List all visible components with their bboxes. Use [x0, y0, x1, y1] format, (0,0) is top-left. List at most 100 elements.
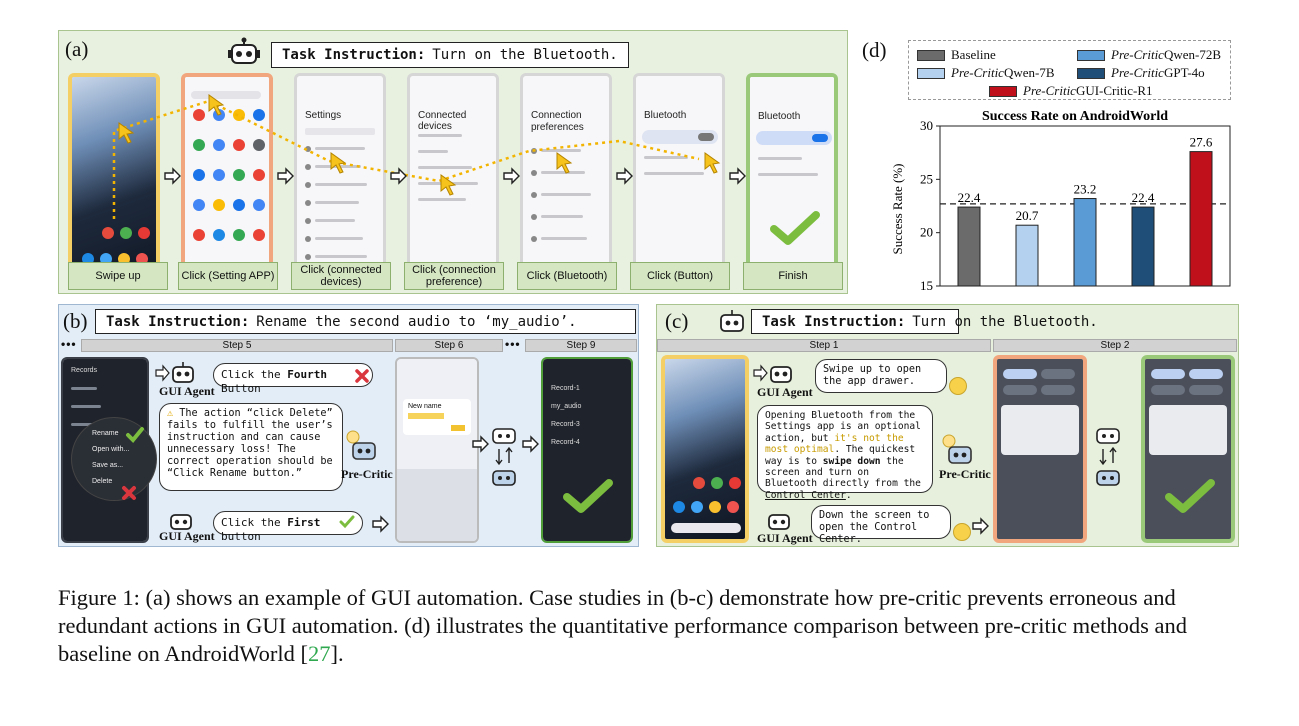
chart-title: Success Rate on AndroidWorld: [982, 109, 1168, 124]
legend-text: Qwen-7B: [1003, 65, 1055, 80]
legend-italic: Pre-Critic: [951, 65, 1004, 80]
arrow-right-icon: [372, 515, 389, 533]
step-bar: Step 2: [993, 339, 1237, 352]
bar: [957, 206, 981, 287]
y-tick-label: 25: [920, 171, 933, 186]
legend-text: Baseline: [951, 47, 996, 62]
screen-title: Connection preferences: [531, 110, 584, 133]
checkmark-icon: [126, 427, 144, 443]
robot-icon: [768, 514, 790, 530]
action-label: Click (Setting APP): [178, 262, 278, 290]
arrow-right-icon: [472, 435, 489, 453]
step-bar: Step 1: [657, 339, 991, 352]
menu-item-open-with[interactable]: Open with...: [92, 446, 130, 453]
ellipsis: •••: [61, 337, 77, 351]
robot-exchange-icon: [1096, 428, 1120, 486]
robot-icon: [753, 364, 792, 383]
critic-text: the screen and turn on Bluetooth directl…: [765, 455, 921, 490]
panel-b-label: (b): [63, 309, 88, 333]
pre-critic-label: Pre-Critic: [939, 467, 991, 481]
agent-action-text: Button: [221, 382, 261, 395]
critic-text: Opening Bluetooth from the Settings app …: [765, 410, 921, 444]
legend-italic: Pre-Critic: [1023, 83, 1076, 98]
panel-a-label: (a): [65, 37, 89, 61]
citation-link[interactable]: 27: [308, 641, 331, 666]
caption-text: Figure 1: (a) shows an example of GUI au…: [58, 585, 1187, 666]
panel-a: (a) Task Instruction: Turn on the Blueto…: [58, 30, 848, 294]
cross-icon: [122, 486, 136, 500]
legend-text: GPT-4o: [1163, 65, 1205, 80]
confused-face-icon: [949, 377, 967, 395]
menu-item-delete[interactable]: Delete: [92, 478, 113, 485]
checkmark-icon: [770, 211, 820, 245]
y-tick-label: 30: [920, 118, 933, 133]
bar: [1189, 151, 1213, 287]
critic-feedback-bubble: Opening Bluetooth from the Settings app …: [757, 405, 933, 501]
step-bar: Step 5: [81, 339, 393, 352]
legend-text: GUI-Critic-R1: [1075, 83, 1153, 98]
bar-chart: Success Rate on AndroidWorld Success Rat…: [890, 109, 1231, 293]
record-item: Record-1: [551, 385, 580, 392]
legend-item: Baseline: [917, 47, 996, 63]
instruction-text: Rename the second audio to ‘my_audio’.: [256, 313, 577, 330]
critic-feedback-text: The action “click Delete” fails to fulfi…: [167, 408, 333, 479]
legend-swatch: [1077, 49, 1105, 61]
legend-swatch: [917, 67, 945, 79]
phone-connection-preferences: Connection preferences: [520, 73, 612, 287]
action-label: Click (connected devices): [291, 262, 391, 290]
record-item: Record-4: [551, 439, 580, 446]
legend-item: Pre-Critic Qwen-7B: [917, 65, 1055, 81]
legend-item: Pre-Critic Qwen-72B: [1077, 47, 1221, 63]
dialog-title: New name: [408, 403, 442, 410]
legend-swatch: [989, 85, 1017, 97]
pre-critic-label: Pre-Critic: [341, 467, 393, 481]
robot-icon: [170, 514, 192, 530]
critic-text: .: [845, 489, 852, 501]
bar-value-label: 22.4: [1132, 190, 1155, 205]
figure-caption: Figure 1: (a) shows an example of GUI au…: [58, 584, 1248, 668]
pre-critic-robot-icon: [346, 430, 376, 460]
y-tick-label: 15: [920, 278, 933, 293]
phone-bluetooth: Bluetooth: [633, 73, 725, 287]
robot-icon: [228, 37, 260, 64]
smiling-face-icon: [953, 523, 971, 541]
phone-settings: Settings: [294, 73, 386, 287]
menu-item-save-as[interactable]: Save as...: [92, 462, 124, 469]
screen-title: Bluetooth: [758, 111, 801, 122]
phone-home: [661, 355, 749, 543]
critic-feedback-bubble: ⚠ The action “click Delete” fails to ful…: [159, 403, 343, 491]
action-label: Swipe up: [68, 262, 168, 290]
panel-d-label: (d): [862, 38, 887, 62]
screen-title: Settings: [305, 110, 342, 121]
bar: [1131, 206, 1155, 287]
instruction-text: Turn on the Bluetooth.: [432, 47, 618, 63]
menu-item-rename[interactable]: Rename: [92, 430, 119, 437]
chart-ylabel: Success Rate (%): [890, 164, 905, 255]
action-label: Click (Button): [630, 262, 730, 290]
record-item: Record-3: [551, 421, 580, 428]
phone-bluetooth-on: Bluetooth: [746, 73, 838, 287]
agent-action-text: Click the: [221, 516, 288, 529]
agent-action-bubble: Down the screen to open the Control Cent…: [811, 505, 951, 545]
legend-italic: Pre-Critic: [1111, 65, 1164, 80]
phone-control-center: [993, 355, 1087, 543]
bar-value-label: 22.4: [958, 190, 981, 205]
screen-title: Bluetooth: [644, 110, 687, 121]
pre-critic-robot-icon: [942, 434, 972, 464]
panel-c-label: (c): [665, 309, 689, 333]
arrow-right-icon: [972, 517, 989, 535]
legend-swatch: [1077, 67, 1105, 79]
instruction-prefix: Task Instruction:: [106, 313, 250, 330]
agent-action-bubble: Swipe up to open the app drawer.: [815, 359, 947, 393]
agent-action-text: button: [221, 530, 261, 543]
warning-icon: ⚠: [167, 408, 180, 419]
gui-agent-label: GUI Agent: [757, 531, 813, 545]
legend-swatch: [917, 49, 945, 61]
bar-value-label: 27.6: [1190, 135, 1213, 150]
agent-action-bold: First: [287, 516, 321, 529]
gui-agent-label: GUI Agent: [159, 529, 215, 543]
robot-icon: [720, 310, 744, 332]
phone-control-center-done: [1141, 355, 1235, 543]
action-label: Click (connection preference): [404, 262, 504, 290]
legend-item: Pre-Critic GPT-4o: [1077, 65, 1205, 81]
